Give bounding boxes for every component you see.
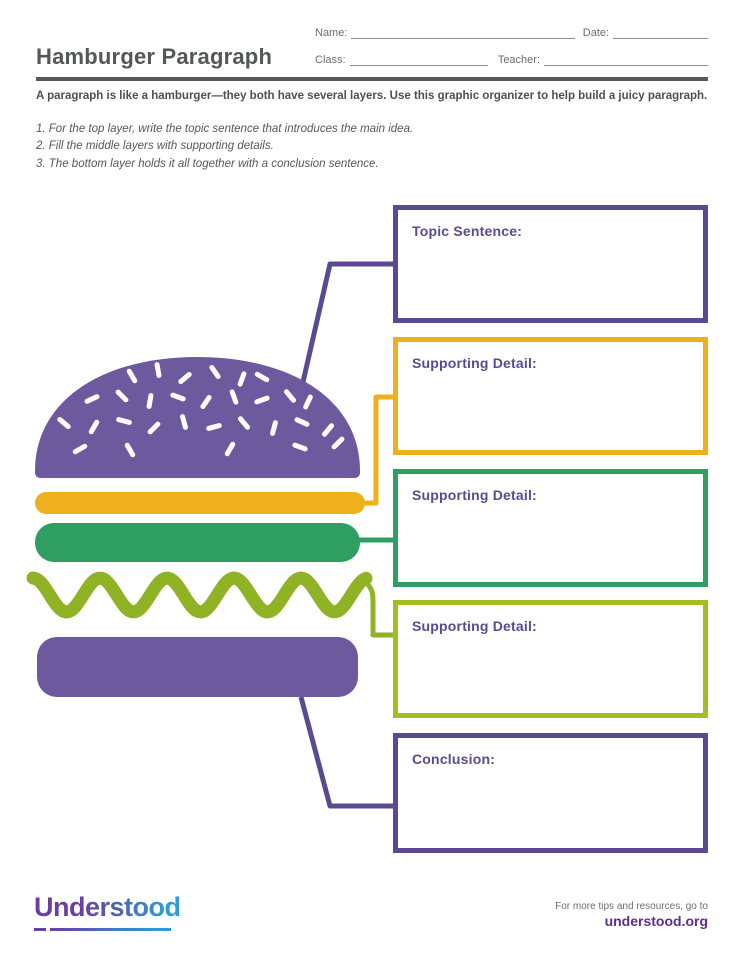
page-title: Hamburger Paragraph	[36, 44, 273, 69]
sesame-seed	[180, 414, 188, 430]
sesame-seed	[124, 442, 136, 458]
date-field-line	[613, 26, 708, 39]
header-divider	[36, 77, 708, 81]
lettuce-shape	[26, 571, 373, 619]
lettuce-connector	[364, 580, 400, 638]
sesame-seed	[270, 420, 278, 436]
sesame-seed	[126, 368, 138, 384]
sesame-seed	[147, 421, 161, 435]
sesame-seed	[57, 416, 71, 430]
sesame-seed	[237, 416, 251, 430]
instruction-step: 3. The bottom layer holds it all togethe…	[36, 157, 379, 170]
class-field-label: Class:	[315, 54, 346, 66]
sesame-seed	[237, 371, 247, 387]
understood-logo-underline-dash	[34, 928, 46, 931]
footer-site-url: understood.org	[604, 913, 708, 929]
sesame-seed	[200, 394, 212, 410]
sesame-seed	[294, 417, 310, 427]
name-field-label: Name:	[315, 27, 348, 39]
header-field-row: Name: Date:	[315, 26, 708, 39]
understood-logo: Understood	[34, 892, 181, 922]
sesame-seed	[206, 423, 222, 431]
supporting-detail-label: Supporting Detail:	[412, 618, 537, 634]
instruction-step: 2. Fill the middle layers with supportin…	[36, 140, 274, 153]
sesame-seed	[88, 419, 100, 435]
footer-note: For more tips and resources, go to under…	[555, 901, 708, 929]
teacher-field-line	[544, 53, 708, 66]
name-field-line	[351, 26, 575, 39]
instruction-steps: 1. For the top layer, write the topic se…	[36, 121, 712, 173]
bottom-bun-shape	[37, 637, 358, 697]
bottom-bun-connector	[298, 696, 400, 809]
supporting-detail-box-3: Supporting Detail:	[393, 600, 708, 718]
sesame-seed	[254, 395, 270, 405]
sesame-seed	[209, 364, 221, 380]
sesame-seed	[229, 389, 239, 405]
sesame-seed	[72, 443, 88, 455]
sesame-seed	[146, 393, 154, 409]
conclusion-label: Conclusion:	[412, 751, 496, 767]
intro-text: A paragraph is like a hamburger—they bot…	[36, 90, 708, 102]
supporting-detail-box-1: Supporting Detail:	[393, 337, 708, 455]
class-field-line	[349, 53, 488, 66]
top-bun-shape	[35, 357, 360, 478]
topic-sentence-label: Topic Sentence:	[412, 223, 523, 239]
supporting-detail-label: Supporting Detail:	[412, 355, 537, 371]
instruction-step: 1. For the top layer, write the topic se…	[36, 123, 414, 135]
sesame-seed	[303, 394, 313, 410]
cheese-shape	[35, 492, 365, 514]
sesame-seed	[283, 389, 297, 403]
sesame-seed	[178, 371, 192, 385]
sesame-seed	[154, 362, 162, 378]
topic-sentence-box: Topic Sentence:	[393, 205, 708, 323]
sesame-seed	[84, 394, 100, 404]
date-field-label: Date:	[582, 27, 610, 39]
sesame-seed	[331, 436, 345, 450]
supporting-detail-label: Supporting Detail:	[412, 487, 537, 503]
header-field-row: Class: Teacher:	[315, 53, 708, 66]
footer-note-text: For more tips and resources, go to	[555, 901, 708, 912]
sesame-seed	[292, 442, 308, 452]
sesame-seed	[170, 392, 186, 402]
sesame-seed	[321, 423, 335, 437]
sesame-seed	[116, 417, 132, 425]
teacher-field-label: Teacher:	[497, 54, 541, 66]
understood-logo-underline-bar	[50, 928, 171, 931]
top-bun-connector	[300, 261, 400, 383]
sesame-seed	[224, 441, 236, 457]
supporting-detail-box-2: Supporting Detail:	[393, 469, 708, 587]
conclusion-box: Conclusion:	[393, 733, 708, 853]
sesame-seed	[254, 371, 270, 383]
sesame-seed	[115, 389, 129, 403]
patty-shape	[35, 523, 360, 562]
